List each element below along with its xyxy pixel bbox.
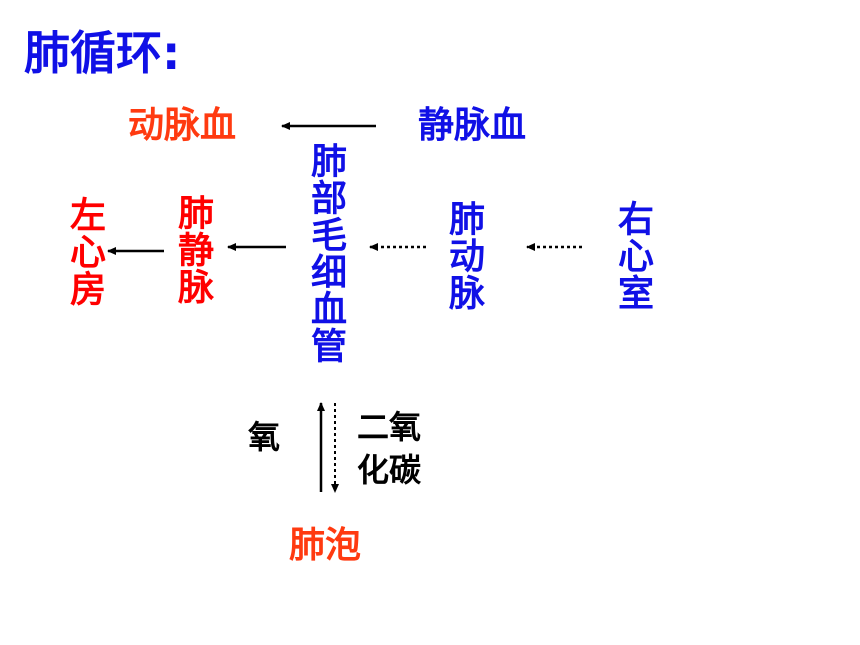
label-venous-blood: 静脉血 (418, 105, 527, 146)
label-left-atrium: 左心房 (64, 196, 105, 307)
label-co2-line1: 二氧 (357, 408, 422, 446)
label-lung-capillaries: 肺部毛细血管 (305, 142, 346, 364)
label-pulmonary-artery: 肺动脉 (443, 200, 484, 311)
label-pulmonary-vein: 肺静脉 (172, 194, 213, 305)
label-alveoli: 肺泡 (289, 525, 362, 566)
label-co2-line2: 化碳 (357, 451, 422, 489)
label-right-ventricle: 右心室 (612, 200, 653, 311)
label-oxygen: 氧 (248, 418, 281, 456)
page-title: 肺循环: (24, 26, 181, 80)
label-arterial-blood: 动脉血 (128, 105, 237, 146)
